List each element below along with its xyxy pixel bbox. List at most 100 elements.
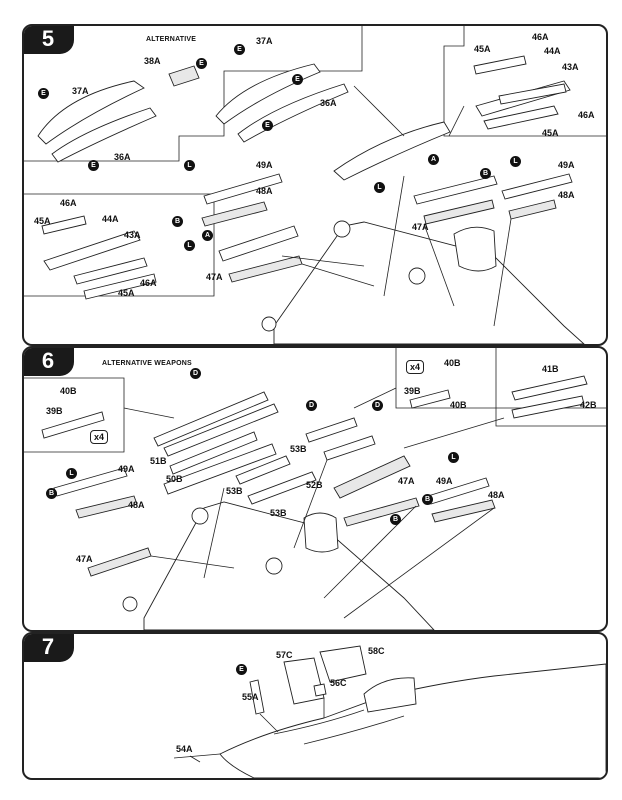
marker-l-3: L [374, 182, 385, 193]
marker-l-2: L [184, 240, 195, 251]
label-48a-1: 48A [128, 500, 145, 510]
step-5-panel: 5 Alternative [22, 24, 608, 346]
marker-b-2: B [422, 494, 433, 505]
label-38a: 38A [144, 56, 161, 66]
label-48a-2: 48A [488, 490, 505, 500]
label-45a-2: 45A [542, 128, 559, 138]
label-37a-1: 37A [72, 86, 89, 96]
pylon-38a [168, 65, 200, 87]
label-47a-1: 47A [76, 554, 93, 564]
label-46a-1: 46A [532, 32, 549, 42]
marker-e-5: E [292, 74, 303, 85]
label-36a-2: 36A [320, 98, 337, 108]
label-49a-1: 49A [256, 160, 273, 170]
pod-52b [333, 455, 411, 499]
marker-l-1: L [184, 160, 195, 171]
part-55a [249, 679, 265, 715]
pylon-48a-right [508, 199, 557, 220]
label-46a-4: 46A [140, 278, 157, 288]
label-43a-2: 43A [124, 230, 141, 240]
label-47a-2: 47A [412, 222, 429, 232]
label-48a-2: 48A [558, 190, 575, 200]
step-6-drawing [24, 348, 606, 630]
missile-39b-right [409, 389, 451, 409]
label-46a-3: 46A [60, 198, 77, 208]
label-39b-2: 39B [404, 386, 421, 396]
label-47a-2: 47A [398, 476, 415, 486]
marker-b-1: B [172, 216, 183, 227]
marker-d-3: D [372, 400, 383, 411]
tank-41b [511, 375, 588, 401]
label-53b-2: 53B [270, 508, 287, 518]
label-53b-3: 53B [290, 444, 307, 454]
label-45a-1: 45A [474, 44, 491, 54]
step-6-subtitle: Alternative Weapons [102, 360, 192, 367]
label-37a-2: 37A [256, 36, 273, 46]
canopy-58c [319, 645, 367, 683]
label-40b-3: 40B [450, 400, 467, 410]
label-56c: 56C [330, 678, 347, 688]
bomb-51b-a [153, 391, 269, 447]
marker-e-2: E [88, 160, 99, 171]
marker-b-1: B [46, 488, 57, 499]
marker-e-3: E [196, 58, 207, 69]
pylon-50b [163, 443, 277, 495]
label-48a-1: 48A [256, 186, 273, 196]
label-44a-2: 44A [102, 214, 119, 224]
label-42b: 42B [580, 400, 597, 410]
marker-l-4: L [510, 156, 521, 167]
label-41b: 41B [542, 364, 559, 374]
label-50b: 50B [166, 474, 183, 484]
label-52b: 52B [306, 480, 323, 490]
marker-a-1: A [202, 230, 213, 241]
label-49a-2: 49A [436, 476, 453, 486]
marker-e-6: E [262, 120, 273, 131]
marker-d-2: D [306, 400, 317, 411]
marker-l-2: L [448, 452, 459, 463]
label-54a: 54A [176, 744, 193, 754]
quantity-x4-right: x4 [406, 360, 425, 374]
pylon-47a-left [228, 255, 303, 283]
marker-e-4: E [234, 44, 245, 55]
label-53b-1: 53B [226, 486, 243, 496]
label-47a-1: 47A [206, 272, 223, 282]
marker-b-3: B [390, 514, 401, 525]
label-39b-1: 39B [46, 406, 63, 416]
label-58c: 58C [368, 646, 385, 656]
aircraft-wing [273, 221, 585, 344]
label-44a-1: 44A [544, 46, 561, 56]
marker-a-2: A [428, 154, 439, 165]
label-51b: 51B [150, 456, 167, 466]
pod-37a-left [37, 80, 145, 145]
pylon-47a-right [343, 497, 420, 527]
step-7-drawing [173, 645, 606, 778]
aircraft-wing-6 [143, 501, 435, 630]
label-49a-2: 49A [558, 160, 575, 170]
label-45a-4: 45A [118, 288, 135, 298]
pod-53b-a [235, 455, 291, 485]
step-6-panel: 6 Alternative Weapons [22, 346, 608, 632]
pod-36a-left [51, 107, 157, 163]
tank-42b [511, 395, 585, 419]
quantity-x4-left: x4 [90, 430, 109, 444]
label-49a-1: 49A [118, 464, 135, 474]
step-7-panel: 7 57C 58C 56C 55A 54A E [22, 632, 608, 780]
label-40b-2: 40B [444, 358, 461, 368]
step-6-number: 6 [24, 348, 74, 376]
marker-e-1: E [236, 664, 247, 675]
marker-l-1: L [66, 468, 77, 479]
label-46a-2: 46A [578, 110, 595, 120]
canopy-57c [283, 657, 325, 705]
label-55a: 55A [242, 692, 259, 702]
aircraft-fuselage [219, 663, 606, 778]
label-40b-1: 40B [60, 386, 77, 396]
label-36a-1: 36A [114, 152, 131, 162]
pod-53b-b [305, 417, 358, 443]
missile-43a-bottom [43, 230, 141, 271]
pylon-48a-left [201, 201, 268, 227]
label-43a-1: 43A [562, 62, 579, 72]
missile-39b-left [41, 411, 105, 439]
marker-e-1: E [38, 88, 49, 99]
label-57c: 57C [276, 650, 293, 660]
step-5-drawing [24, 26, 606, 344]
